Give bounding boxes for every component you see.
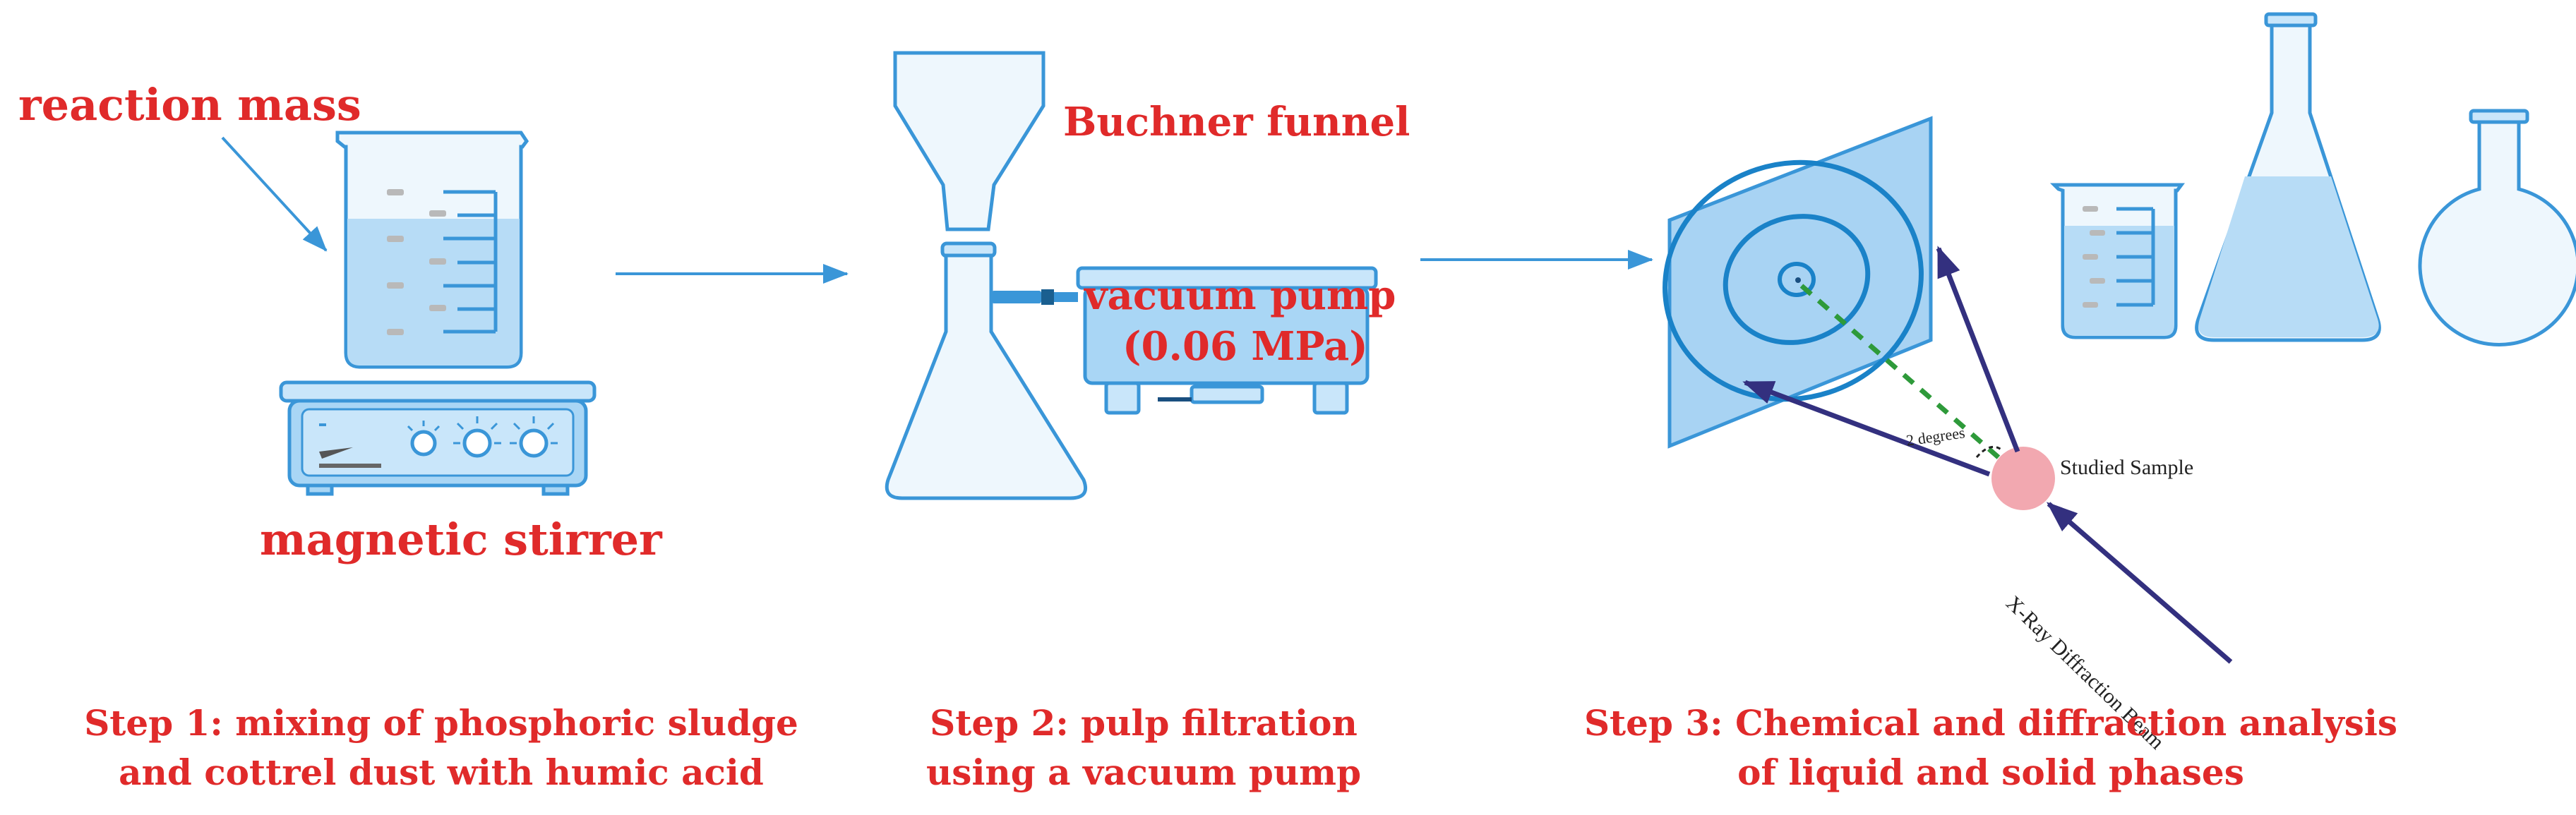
vacuum-hose-connector	[992, 289, 1078, 305]
erlenmeyer-flask-icon	[2195, 12, 2381, 342]
vacuum-pump-label-line2: (0.06 MPa)	[1122, 323, 1368, 370]
step-3-line-2: of liquid and solid phases	[1737, 751, 2244, 793]
step-3-line-1: Step 3: Chemical and diffraction analysi…	[1583, 702, 2398, 744]
magnetic-stirrer-icon	[279, 380, 597, 496]
reaction-mass-pointer	[221, 136, 328, 252]
round-flask-icon	[2418, 109, 2576, 346]
step-2-line-2: using a vacuum pump	[925, 751, 1362, 793]
filter-flask-icon	[885, 253, 1088, 500]
xrd-detector-plate	[1663, 116, 1933, 449]
small-beaker-icon	[2049, 183, 2185, 339]
step-1-line-1: Step 1: mixing of phosphoric sludge	[84, 702, 798, 744]
xray-incident-beam	[2046, 502, 2233, 664]
vacuum-pump-label-line1: vacuum pump	[1084, 272, 1396, 319]
diffraction-center-line	[1799, 284, 2018, 475]
step-1-caption: Step 1: mixing of phosphoric sludge and …	[42, 699, 840, 797]
beaker-icon	[335, 131, 529, 369]
studied-sample-dot	[1991, 447, 2055, 510]
magnetic-stirrer-label: magnetic stirrer	[260, 514, 662, 565]
beaker-scale-marks	[387, 189, 446, 335]
buchner-funnel-label: Buchner funnel	[1063, 99, 1410, 145]
buchner-funnel-icon	[893, 51, 1046, 258]
reaction-mass-label: reaction mass	[18, 79, 361, 131]
studied-sample-label: Studied Sample	[2060, 456, 2194, 479]
beaker-on-stirrer	[279, 131, 597, 496]
step-2-caption: Step 2: pulp filtration using a vacuum p…	[889, 699, 1398, 797]
vacuum-pump-icon	[1076, 266, 1378, 415]
step-2-line-1: Step 2: pulp filtration	[930, 702, 1358, 744]
step-3-caption: Step 3: Chemical and diffraction analysi…	[1532, 699, 2450, 797]
diffracted-beam-1	[1742, 380, 1991, 477]
step-1-line-2: and cottrel dust with humic acid	[119, 751, 764, 793]
stirrer-knob-rays	[407, 416, 558, 445]
diffracted-beam-2	[1936, 246, 2020, 453]
angle-arc	[1975, 445, 2003, 458]
